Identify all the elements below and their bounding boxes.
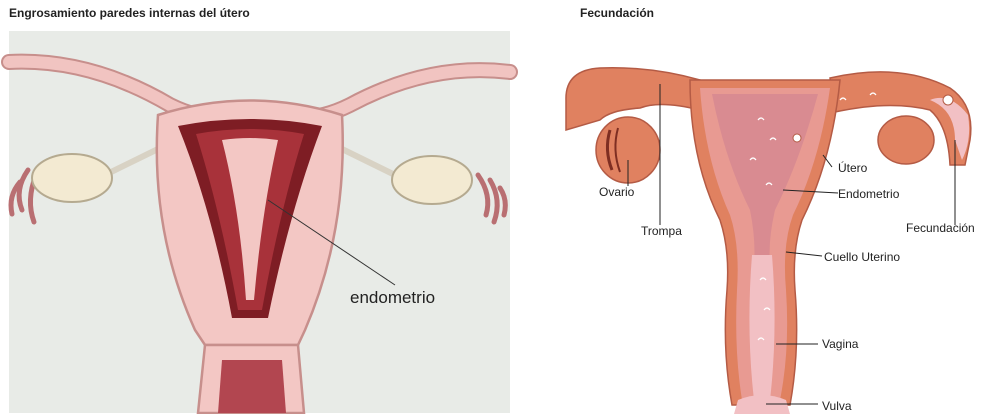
cervical-canal xyxy=(218,360,286,413)
right-diagram-right-ovary xyxy=(878,116,934,164)
ovum xyxy=(943,95,953,105)
fecundacion-label: Fecundación xyxy=(906,221,975,235)
cuello-uterino-label: Cuello Uterino xyxy=(824,250,900,264)
vaginal-canal xyxy=(749,255,774,400)
vulva-label: Vulva xyxy=(822,399,852,413)
right-diagram: Ovario Trompa Útero Endometrio Fecundaci… xyxy=(566,68,975,414)
left-ovary xyxy=(32,154,112,202)
left-diagram: endometrio xyxy=(9,31,510,413)
utero-label: Útero xyxy=(838,160,868,175)
ovario-label: Ovario xyxy=(599,185,635,199)
right-ovary xyxy=(392,156,472,204)
vagina-label: Vagina xyxy=(822,337,859,351)
endometrio-label: endometrio xyxy=(350,288,435,307)
fertilized-egg xyxy=(793,134,801,142)
trompa-label: Trompa xyxy=(641,224,682,238)
endometrio-label-right: Endometrio xyxy=(838,187,900,201)
